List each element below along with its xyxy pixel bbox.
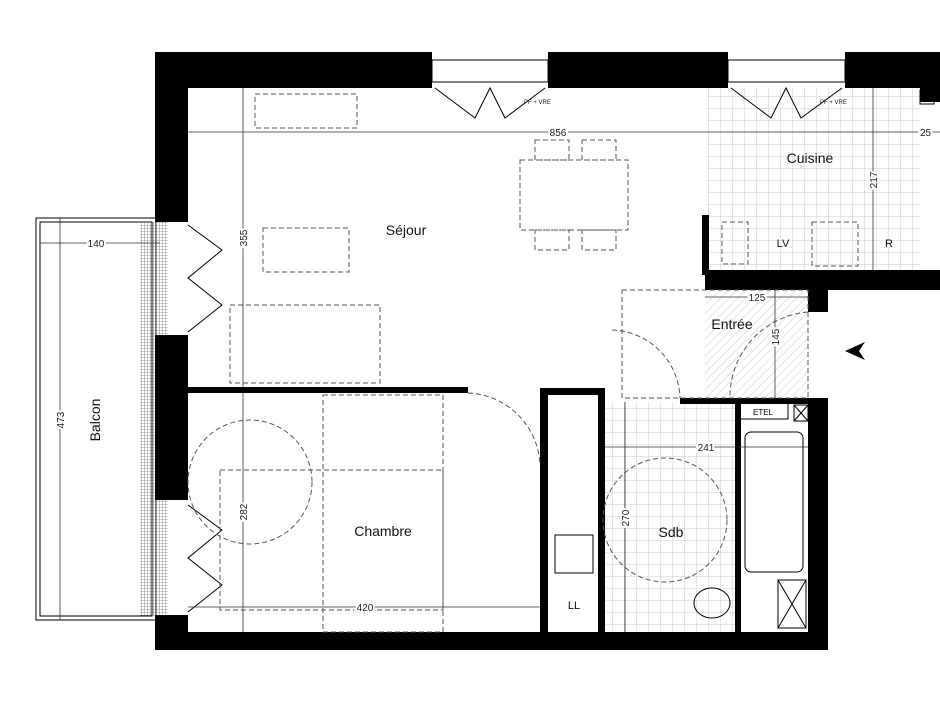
fixture-label-r: R [885,238,893,250]
room-label-entree: Entrée [711,316,752,332]
entrance-arrow-icon [845,342,865,360]
windows: PF + VRE PF + VRE [187,59,847,613]
dim-label: 473 [56,411,67,428]
kitchen-counter-floor [708,215,920,272]
dim-label: 856 [550,128,567,139]
entree-floor [705,282,808,400]
dim-label: 241 [698,443,715,454]
fixture-label-ll: LL [568,600,580,612]
dim-label: 145 [771,328,782,345]
furniture [187,89,935,633]
window-label: PF + VRE [820,100,847,106]
fixture-label-etel: ETEL [753,408,774,417]
dim-label: 125 [749,293,766,304]
window-label: PF + VRE [524,100,551,106]
dim-label: 25 [920,128,932,139]
walls [155,52,940,650]
room-label-cuisine: Cuisine [787,150,834,166]
fixture-label-lv: LV [777,238,790,250]
dimension-lines [40,88,940,632]
dim-label: 217 [869,171,880,188]
kitchen-floor [708,88,920,215]
dim-label: 355 [239,229,250,246]
room-label-sejour: Séjour [386,222,427,238]
room-label-balcon: Balcon [87,399,103,442]
room-label-chambre: Chambre [354,523,412,539]
dim-label: 420 [357,603,374,614]
dim-label: 270 [621,509,632,526]
dim-label: 140 [88,239,105,250]
dim-label: 282 [239,503,250,520]
room-label-sdb: Sdb [659,524,684,540]
sdb-floor [605,402,735,632]
